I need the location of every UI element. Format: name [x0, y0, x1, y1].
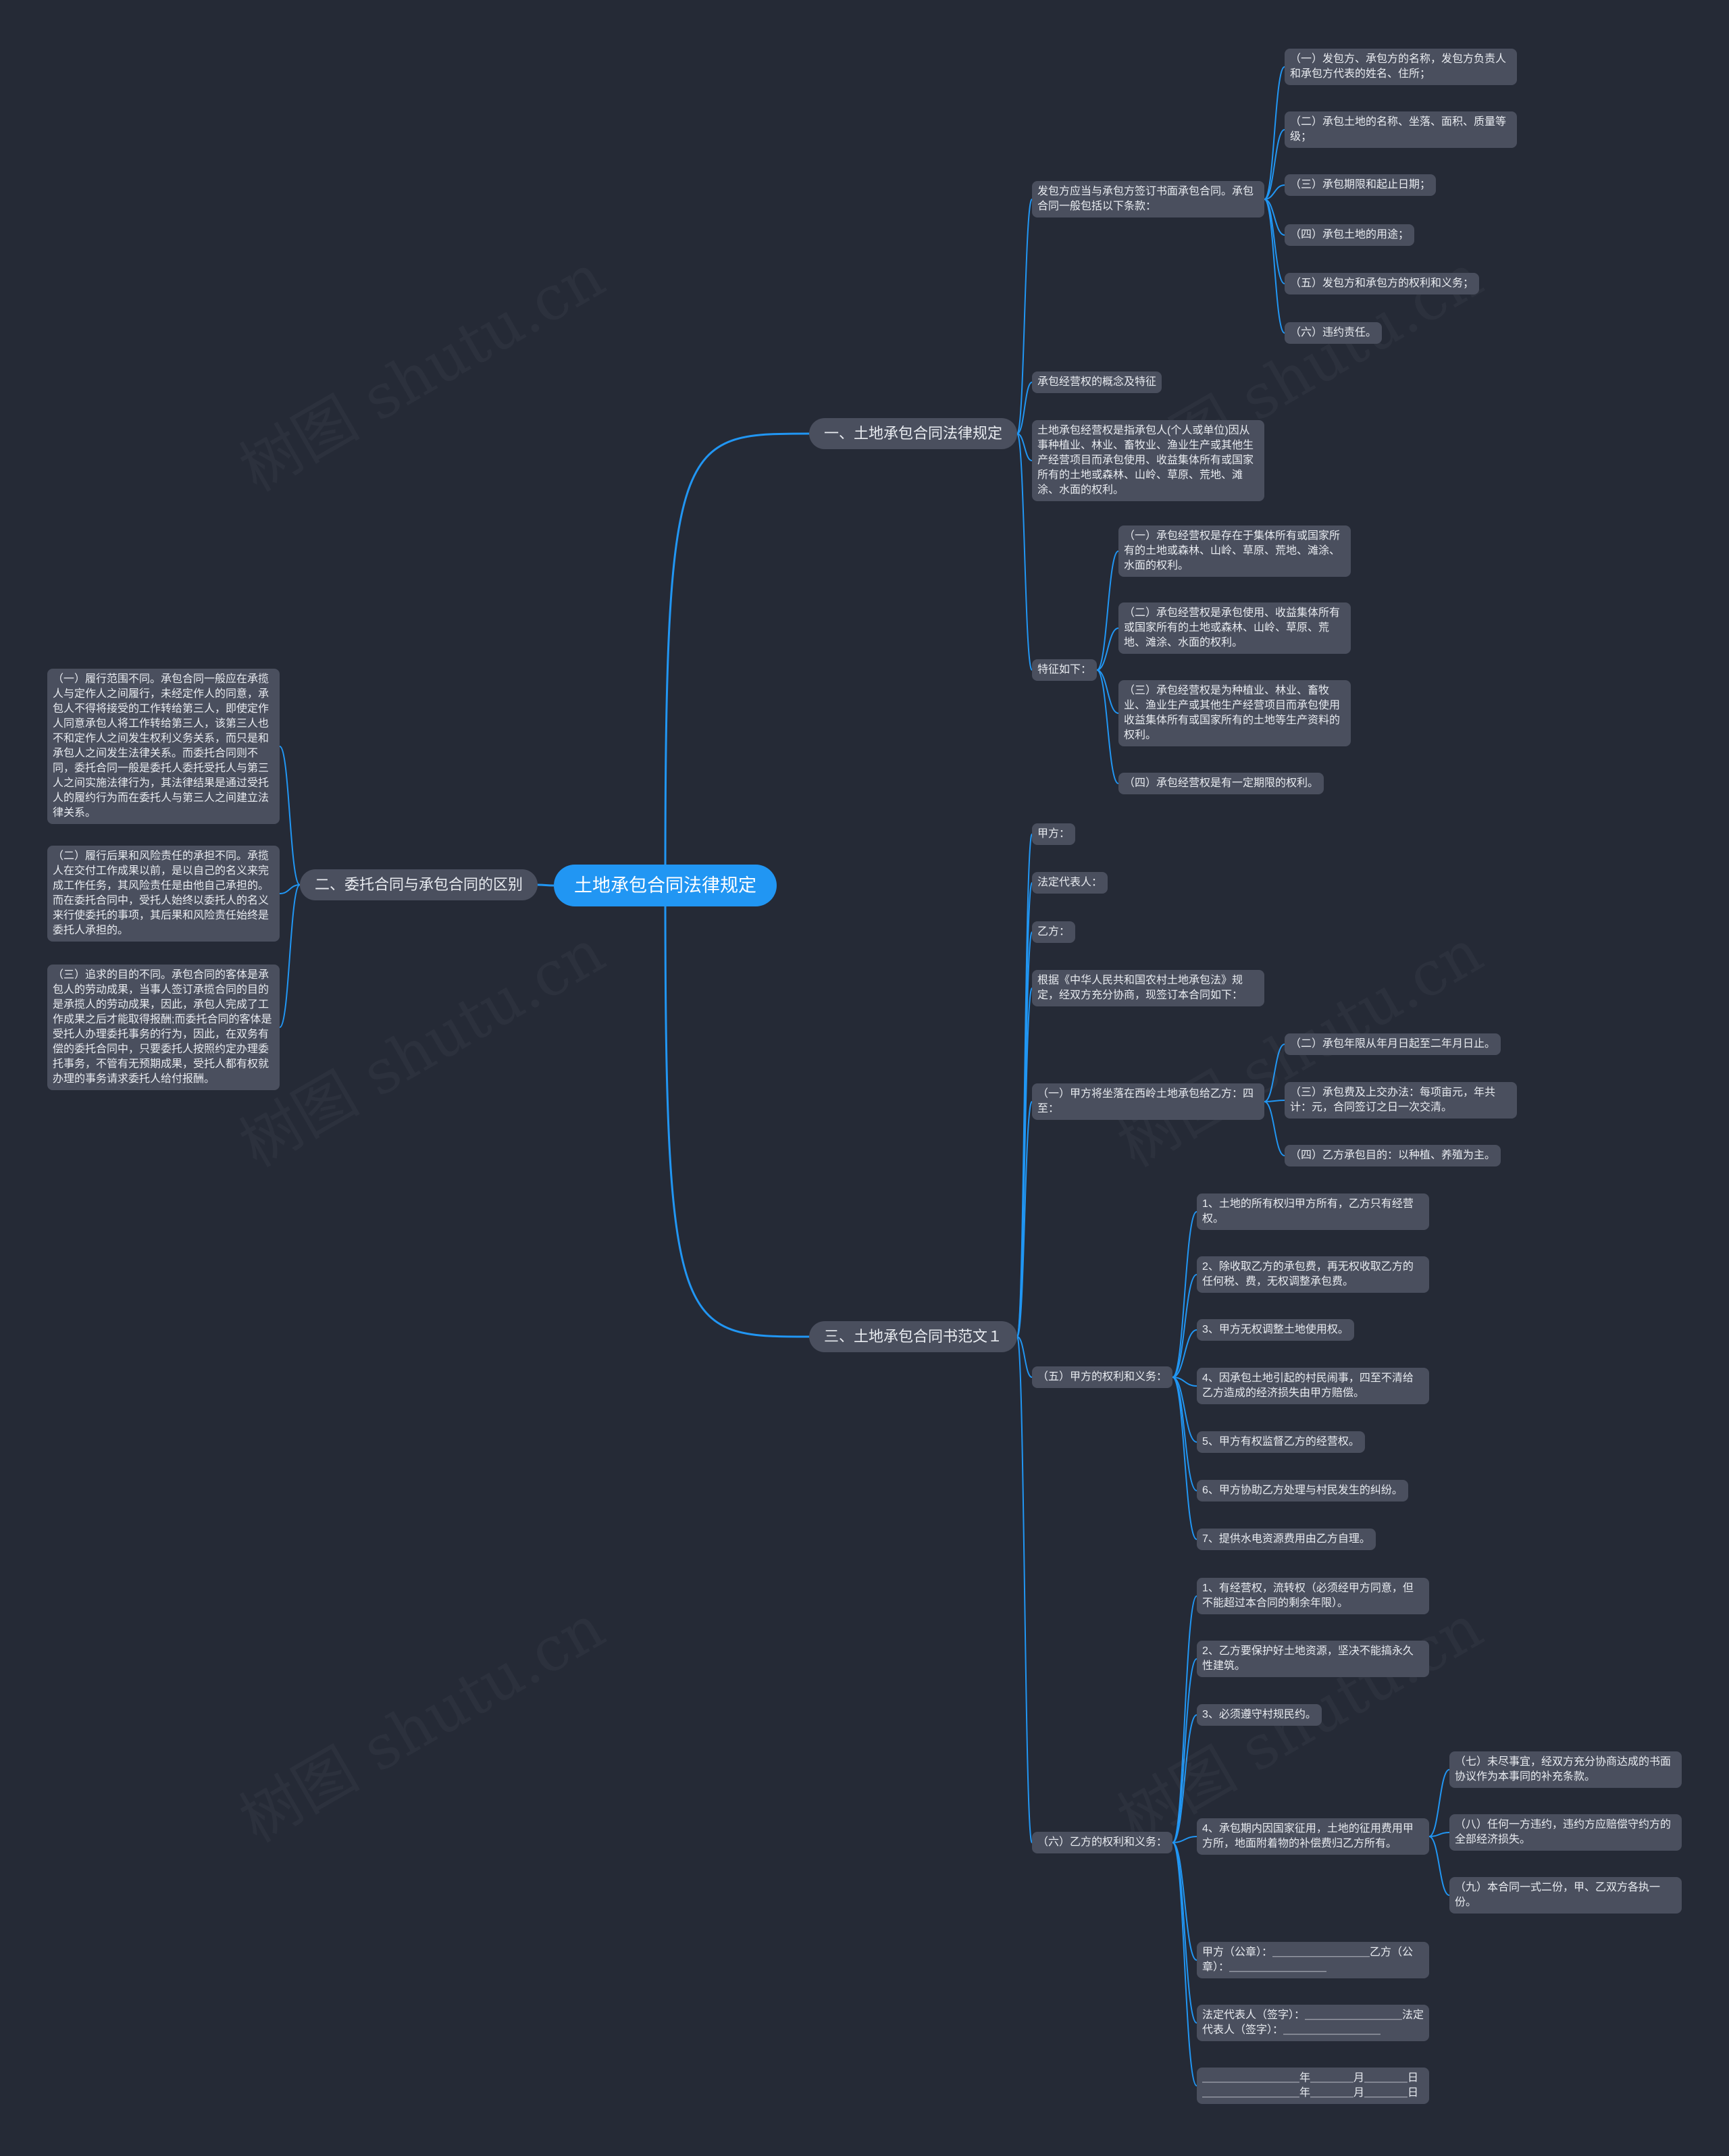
connector-line-24 [1016, 1101, 1033, 1337]
branch-contract-difference[interactable]: 二、委托合同与承包合同的区别 [300, 869, 538, 900]
connector-line-9 [1016, 433, 1033, 461]
connector-line-0 [664, 432, 810, 886]
node-preamble[interactable]: 根据《中华人民共和国农村土地承包法》规定，经双方充分协商，现签订本合同如下： [1032, 970, 1264, 1006]
node-article-1[interactable]: （一）甲方将坐落在西岭土地承包给乙方：四至： [1032, 1083, 1264, 1120]
connector-line-30 [1172, 1274, 1197, 1378]
node-article-4[interactable]: （四）乙方承包目的：以种植、养殖为主。 [1285, 1145, 1501, 1166]
node-article-9[interactable]: （九）本合同一式二份，甲、乙双方各执一份。 [1449, 1877, 1682, 1914]
node-features[interactable]: 特征如下： [1032, 659, 1098, 681]
node-clause-6[interactable]: （六）违约责任。 [1285, 322, 1383, 344]
node-legal-representative[interactable]: 法定代表人： [1032, 872, 1108, 894]
node-concept-definition[interactable]: 土地承包经营权是指承包人(个人或单位)因从事种植业、林业、畜牧业、渔业生产或其他… [1032, 420, 1264, 501]
branch-sample-contract[interactable]: 三、土地承包合同书范文１ [809, 1321, 1018, 1352]
node-party-b[interactable]: 乙方： [1032, 921, 1076, 943]
connector-line-41 [1428, 1769, 1450, 1837]
node-article-2[interactable]: （二）承包年限从年月日起至二年月日止。 [1285, 1033, 1501, 1055]
connector-line-29 [1172, 1211, 1197, 1378]
connector-line-1 [1016, 199, 1033, 434]
node-difference-2[interactable]: （二）履行后果和风险责任的承担不同。承揽人在交付工作成果以前，是以自己的名义来完… [47, 846, 280, 942]
connector-line-33 [1172, 1377, 1197, 1443]
node-b-right-2[interactable]: 2、乙方要保护好土地资源，坚决不能搞永久性建筑。 [1197, 1641, 1429, 1677]
node-feature-2[interactable]: （二）承包经营权是承包使用、收益集体所有或国家所有的土地或森林、山岭、草原、荒地… [1118, 602, 1351, 654]
connector-line-15 [537, 883, 554, 887]
node-clause-5[interactable]: （五）发包方和承包方的权利和义务； [1285, 273, 1480, 294]
node-b-right-4[interactable]: 4、承包期内因国家征用，土地的征用费用甲方所，地面附着物的补偿费归乙方所有。 [1197, 1818, 1429, 1855]
connector-line-2 [1264, 66, 1285, 200]
node-a-right-3[interactable]: 3、甲方无权调整土地使用权。 [1197, 1319, 1354, 1341]
node-article-7[interactable]: （七）未尽事宜，经双方充分协商达成的书面协议作为本事同的补充条款。 [1449, 1751, 1682, 1788]
connector-line-27 [1264, 1101, 1285, 1156]
node-a-right-1[interactable]: 1、土地的所有权归甲方所有，乙方只有经营权。 [1197, 1194, 1429, 1230]
connector-line-12 [1096, 627, 1119, 671]
node-a-right-2[interactable]: 2、除收取乙方的承包费，再无权收取乙方的任何税、费，无权调整承包费。 [1197, 1256, 1429, 1293]
connector-line-8 [1016, 382, 1033, 434]
node-party-b-rights[interactable]: （六）乙方的权利和义务： [1032, 1832, 1173, 1853]
connector-line-19 [664, 885, 810, 1338]
connector-line-11 [1096, 550, 1119, 671]
connector-line-14 [1096, 669, 1119, 784]
connector-line-31 [1172, 1329, 1197, 1378]
node-a-right-6[interactable]: 6、甲方协助乙方处理与村民发生的纠纷。 [1197, 1480, 1408, 1502]
connector-line-18 [279, 884, 301, 1028]
node-concept-title[interactable]: 承包经营权的概念及特征 [1032, 371, 1162, 393]
node-article-3[interactable]: （三）承包费及上交办法：每项亩元，年共计：元，合同签订之日一次交清。 [1285, 1082, 1517, 1119]
node-difference-3[interactable]: （三）追求的目的不同。承包合同的客体是承包人的劳动成果，当事人签订承揽合同的目的… [47, 965, 280, 1090]
connector-line-39 [1172, 1714, 1197, 1843]
connector-line-36 [1016, 1336, 1033, 1843]
node-b-right-3[interactable]: 3、必须遵守村规民约。 [1197, 1704, 1322, 1726]
connector-line-37 [1172, 1595, 1197, 1843]
node-clause-2[interactable]: （二）承包土地的名称、坐落、面积、质量等级； [1285, 111, 1517, 148]
connector-line-34 [1172, 1377, 1197, 1491]
node-feature-3[interactable]: （三）承包经营权是为种植业、林业、畜牧业、渔业生产或其他生产经营项目而承包使用收… [1118, 680, 1351, 746]
node-b-right-1[interactable]: 1、有经营权，流转权（必须经甲方同意，但不能超过本合同的剩余年限）。 [1197, 1578, 1429, 1614]
node-party-a[interactable]: 甲方： [1032, 823, 1076, 845]
node-clause-1[interactable]: （一）发包方、承包方的名称，发包方负责人和承包方代表的姓名、住所； [1285, 49, 1517, 85]
connector-line-7 [1264, 199, 1285, 334]
connector-line-17 [279, 884, 301, 894]
node-date-line[interactable]: ＿＿＿＿＿＿＿＿＿年＿＿＿＿月＿＿＿＿日＿＿＿＿＿＿＿＿＿年＿＿＿＿月＿＿＿＿日 [1197, 2068, 1429, 2104]
connector-line-46 [1172, 1842, 1197, 2086]
node-clause-3[interactable]: （三）承包期限和起止日期； [1285, 174, 1437, 196]
connector-line-23 [1016, 987, 1033, 1337]
connector-line-4 [1264, 184, 1285, 200]
node-seal-line[interactable]: 甲方（公章）：＿＿＿＿＿＿＿＿＿乙方（公章）：＿＿＿＿＿＿＿＿＿ [1197, 1942, 1429, 1978]
connector-line-42 [1428, 1832, 1450, 1837]
node-signature-line[interactable]: 法定代表人（签字）：＿＿＿＿＿＿＿＿＿法定代表人（签字）：＿＿＿＿＿＿＿＿＿ [1197, 2005, 1429, 2041]
node-a-right-7[interactable]: 7、提供水电资源费用由乙方自理。 [1197, 1529, 1376, 1550]
node-party-a-rights[interactable]: （五）甲方的权利和义务： [1032, 1366, 1173, 1388]
connector-line-38 [1172, 1658, 1197, 1843]
connector-line-3 [1264, 129, 1285, 200]
root-node[interactable]: 土地承包合同法律规定 [554, 865, 777, 906]
connector-line-5 [1264, 199, 1285, 236]
connector-line-10 [1016, 433, 1033, 671]
connector-line-28 [1016, 1336, 1033, 1378]
connector-line-32 [1172, 1377, 1197, 1387]
connector-line-44 [1172, 1842, 1197, 1961]
connector-line-35 [1172, 1377, 1197, 1540]
node-feature-4[interactable]: （四）承包经营权是有一定期限的权利。 [1118, 773, 1324, 794]
connector-line-26 [1264, 1100, 1285, 1102]
connector-line-45 [1172, 1842, 1197, 2024]
node-article-8[interactable]: （八）任何一方违约，违约方应赔偿守约方的全部经济损失。 [1449, 1814, 1682, 1851]
node-a-right-5[interactable]: 5、甲方有权监督乙方的经营权。 [1197, 1431, 1365, 1453]
node-feature-1[interactable]: （一）承包经营权是存在于集体所有或国家所有的土地或森林、山岭、草原、荒地、滩涂、… [1118, 525, 1351, 577]
connector-line-16 [279, 746, 301, 886]
branch-legal-provisions[interactable]: 一、土地承包合同法律规定 [809, 418, 1018, 449]
connector-line-43 [1428, 1836, 1450, 1896]
connector-line-13 [1096, 669, 1119, 714]
node-difference-1[interactable]: （一）履行范围不同。承包合同一般应在承揽人与定作人之间履行，未经定作人的同意，承… [47, 669, 280, 824]
connector-line-25 [1264, 1044, 1285, 1102]
node-clause-4[interactable]: （四）承包土地的用途； [1285, 224, 1415, 246]
node-contract-clauses[interactable]: 发包方应当与承包方签订书面承包合同。承包合同一般包括以下条款： [1032, 181, 1264, 217]
connector-line-40 [1172, 1836, 1197, 1843]
node-a-right-4[interactable]: 4、因承包土地引起的村民闹事，四至不清给乙方造成的经济损失由甲方赔偿。 [1197, 1368, 1429, 1404]
